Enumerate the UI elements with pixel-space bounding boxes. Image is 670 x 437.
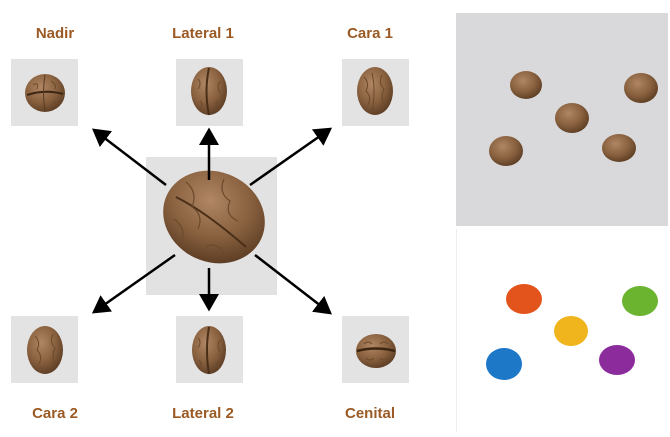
photo-walnut-1 (510, 71, 542, 99)
mask-blob-purple (599, 345, 635, 375)
segmentation-mask-image (457, 229, 669, 432)
arrow-to-cara-2 (94, 255, 175, 312)
mask-blob-green (622, 286, 658, 316)
walnuts-photo (456, 13, 668, 226)
mask-blob-orange (506, 284, 542, 314)
arrow-to-nadir (94, 130, 166, 185)
photo-walnut-2 (624, 73, 658, 103)
photo-walnut-5 (602, 134, 636, 162)
segmentation-mask (456, 229, 669, 432)
mask-blob-blue (486, 348, 522, 380)
walnuts-photo-image (456, 13, 668, 226)
photo-walnut-4 (489, 136, 523, 166)
mask-blob-yellow (554, 316, 588, 346)
arrow-to-cara-1 (250, 129, 330, 185)
photo-walnut-3 (555, 103, 589, 133)
arrow-to-cenital (255, 255, 330, 313)
